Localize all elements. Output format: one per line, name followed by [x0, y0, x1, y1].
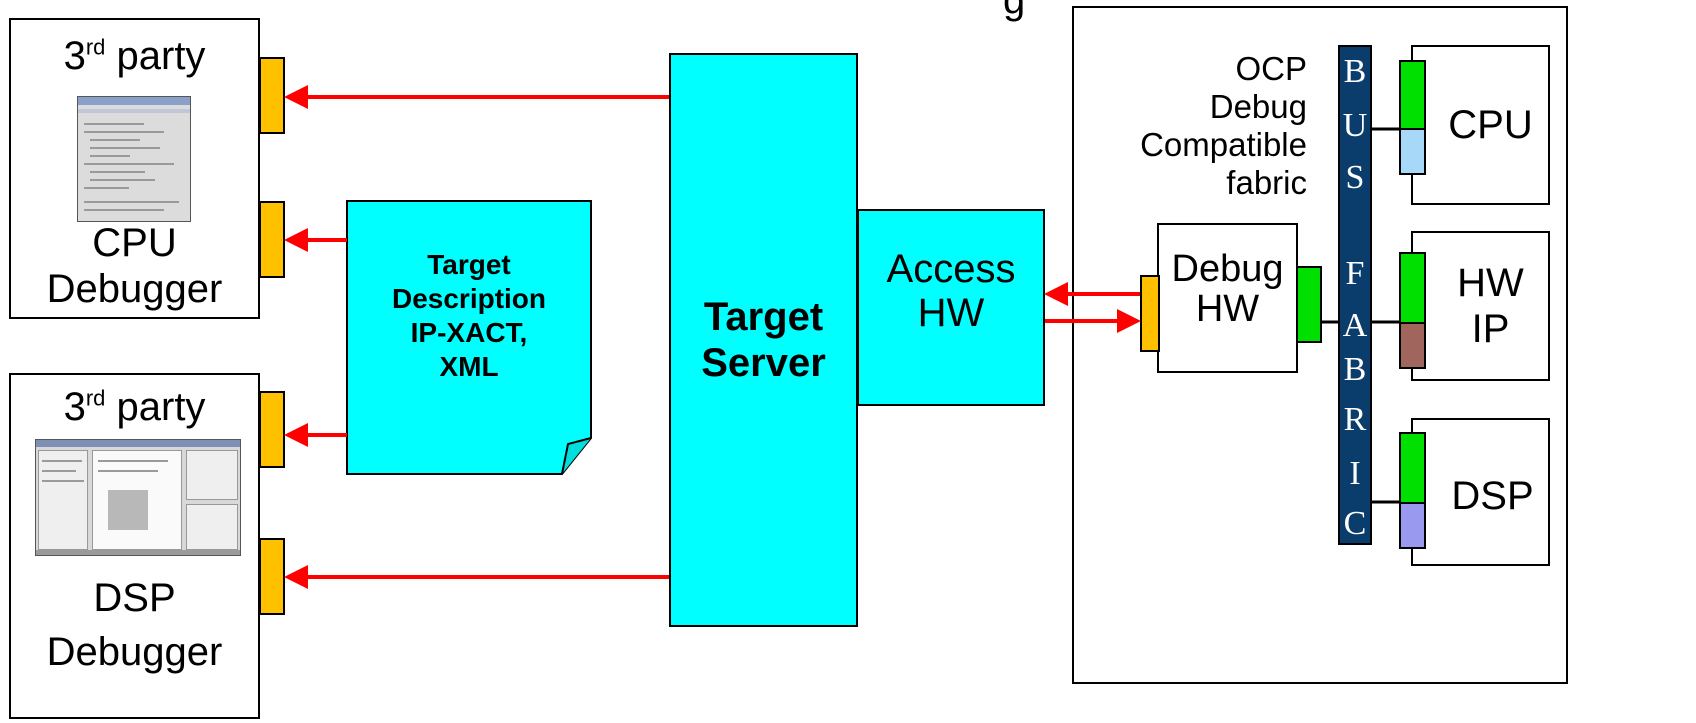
ocp-debug-label: OCP Debug Compatible fabric [1140, 50, 1307, 201]
dsp-debugger-name: DSP Debugger [46, 576, 223, 674]
dsp-core-label: DSP [1451, 473, 1534, 518]
hw-ip-line1: HW [1457, 261, 1524, 305]
target-server-line2: Server [701, 341, 826, 385]
bus-letter: B [1343, 351, 1367, 388]
cpu-core-port-upper [1399, 60, 1426, 130]
dsp-debugger-port-bottom [259, 538, 285, 615]
access-hw-box[interactable]: Access HW [857, 209, 1045, 406]
debug-hw-line1: Debug [1171, 248, 1284, 290]
cpu-core-label: CPU [1448, 102, 1533, 147]
target-description-text: Target Description IP-XACT, XML [391, 249, 547, 382]
bus-letter: F [1345, 255, 1365, 292]
cpu-core-box[interactable]: CPU [1411, 45, 1550, 205]
cpu-debugger-screenshot [77, 96, 191, 222]
hw-ip-core-box[interactable]: HW IP [1411, 231, 1550, 381]
debug-hw-box[interactable]: Debug HW [1157, 223, 1298, 373]
top-partial-text: g [1003, 0, 1026, 22]
debug-hw-port-right [1296, 266, 1322, 343]
cpu-debugger-box[interactable]: 3rd party CPU Debugger [9, 18, 260, 319]
bus-letter: U [1342, 107, 1368, 144]
bus-fabric-bar: B U S F A B R I C [1338, 45, 1372, 545]
hw-ip-line2: IP [1471, 307, 1510, 351]
bus-letter: B [1343, 53, 1367, 90]
bus-letter: I [1349, 455, 1361, 492]
target-server-line1: Target [703, 295, 824, 339]
dsp-core-port-upper [1399, 432, 1426, 504]
hw-ip-port-lower [1399, 322, 1426, 369]
dsp-debugger-box[interactable]: 3rd party DSP Debugger [9, 373, 260, 719]
bus-letter: C [1343, 505, 1367, 542]
target-description-fold [561, 437, 592, 475]
debug-hw-line2: HW [1195, 288, 1260, 330]
hw-ip-port-upper [1399, 252, 1426, 324]
dsp-debugger-screenshot [35, 439, 241, 556]
cpu-debugger-name: CPU Debugger [46, 221, 223, 311]
debug-hw-port-left [1140, 275, 1160, 352]
dsp-core-port-lower [1399, 502, 1426, 549]
dsp-debugger-party-label: 3rd party [63, 385, 206, 429]
bus-letter: R [1343, 401, 1367, 438]
access-hw-line1: Access [886, 246, 1016, 291]
cpu-core-port-lower [1399, 128, 1426, 175]
bus-letter: S [1345, 159, 1365, 196]
cpu-debugger-party-label: 3rd party [63, 34, 206, 78]
bus-letter: A [1342, 307, 1368, 344]
dsp-core-box[interactable]: DSP [1411, 418, 1550, 566]
access-hw-line2: HW [917, 290, 985, 335]
